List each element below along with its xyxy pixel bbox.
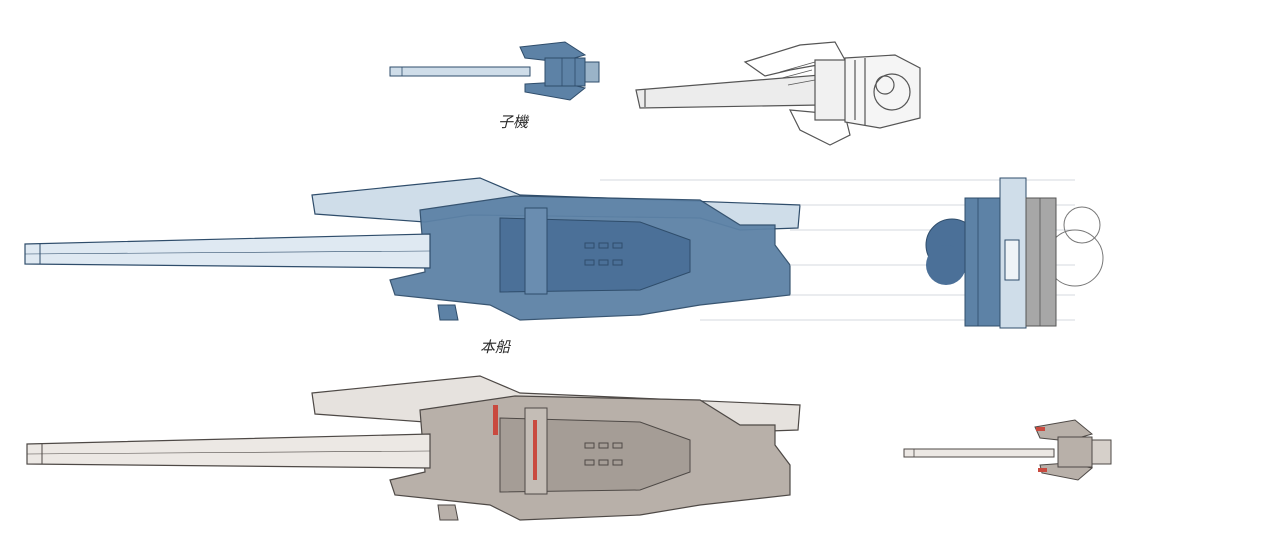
main-ship-front-view-drawing	[925, 177, 1104, 329]
main-ship-label: 本船	[480, 338, 512, 356]
main-ship-gray-drawing	[26, 375, 801, 521]
sub-unit-gray-drawing	[903, 419, 1112, 481]
pencil-sketch-drawing	[635, 41, 921, 146]
sub-unit-blue-drawing	[389, 41, 600, 101]
main-ship-blue-drawing	[24, 177, 1075, 321]
sub-unit-label: 子機	[498, 113, 530, 131]
